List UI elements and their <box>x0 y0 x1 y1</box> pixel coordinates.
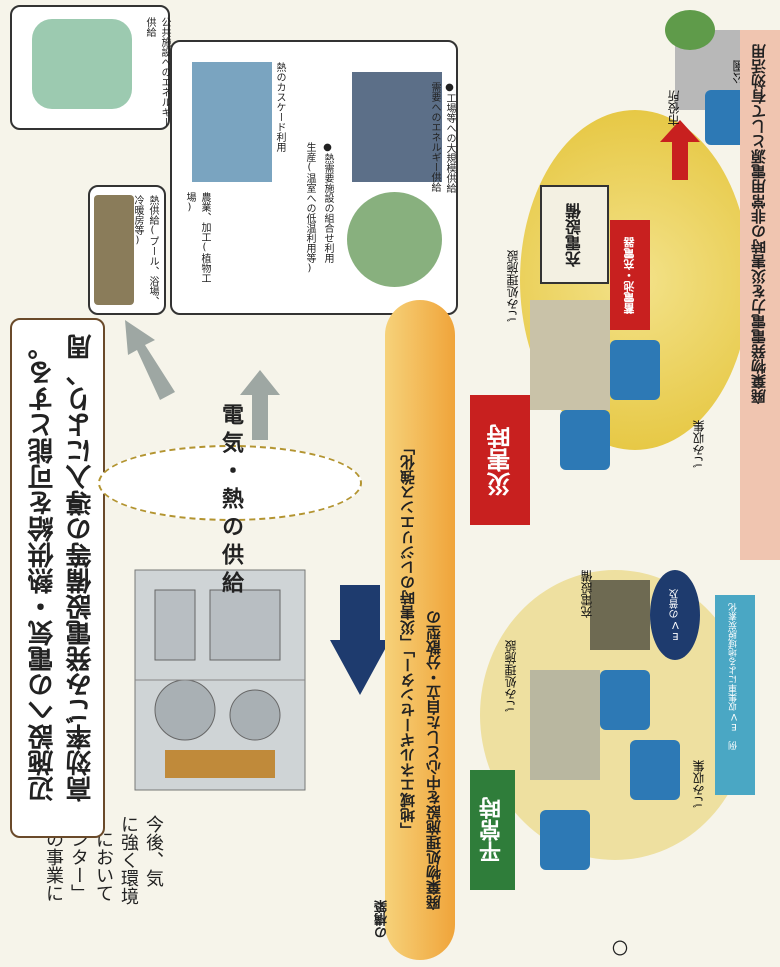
left-text-line3: において <box>93 830 114 902</box>
normal-truck-3 <box>630 740 680 800</box>
label-factory: ●工場等への大規模供給 <box>444 82 455 193</box>
main-arrow <box>330 585 390 695</box>
left-text-line2: に強く環境 <box>118 815 139 905</box>
normal-charging-label: 充電設備 <box>580 570 594 618</box>
left-text-column: 今後、気 に強く環境 において ンター」 の事業に 〇 <box>0 0 628 967</box>
banner-line2: 「地域エネルギーセンター」「災害時のレジリエンス強化」 <box>399 440 417 838</box>
supply-label: 電気・熱の供給 <box>218 403 243 599</box>
disaster-truck-2 <box>560 410 610 470</box>
normal-charger-icon <box>590 580 650 650</box>
label-combined: ●熱需要施設の組合せ利用 <box>322 142 333 263</box>
disaster-footer-box: 廃棄物発電電力を災害時の非常用電源として有効活用 <box>740 30 780 560</box>
disaster-charging-box: 充電設備 <box>540 185 609 284</box>
normal-badge: 平常時 <box>470 770 515 890</box>
label-produce: 生産(温室への低温利用等) <box>304 142 315 274</box>
normal-plant-icon <box>530 670 600 780</box>
callout-line1: 高効率ごみ発電設備等の導入により、周 <box>66 334 96 802</box>
disaster-truck-1 <box>610 340 660 400</box>
city-hall-label: 市役所 <box>667 90 681 126</box>
supply-oval: 電気・熱の供給 <box>98 403 362 599</box>
disaster-footer: 廃棄物発電電力を災害時の非常用電源として有効活用 <box>750 44 768 404</box>
normal-plant-label: ごみ処理施設 <box>504 640 518 712</box>
left-mark: 〇 <box>612 939 629 958</box>
greenhouse-icon <box>94 195 134 305</box>
panel-heat-label: 熱供給(プール、浴場、冷暖房等) <box>132 195 158 306</box>
normal-area: 平常時 ごみ処理施設 充電設備 EVの普及 ごみ収集 例 EV収集車による地域脱… <box>460 560 780 960</box>
park-icon <box>665 10 715 50</box>
disaster-storage-box: 蓄電池・充電器 <box>610 220 650 330</box>
normal-truck-2 <box>540 810 590 870</box>
left-text-line5: の事業に <box>43 830 64 902</box>
normal-collection-label: ごみ収集 <box>692 760 706 808</box>
label-cascade: 熱のカスケード利用 <box>274 62 285 152</box>
normal-truck-1 <box>600 670 650 730</box>
factory-icon-2 <box>352 72 442 182</box>
plant-illustration <box>115 540 330 820</box>
banner-line1: 廃棄物処理施設を中心とした自立・分散型の <box>425 610 443 910</box>
panel-public: 公共施設へのエネルギー供給 <box>10 5 170 130</box>
callout-line2: 辺施設への電気・熱供給を可能とする。 <box>28 334 58 802</box>
disaster-area: 災害時 ごみ処理施設 充電設備 蓄電池・充電器 市役所 公園 ごみ収集 廃棄物発… <box>460 0 780 560</box>
left-text-line1: 今後、気 <box>143 815 164 887</box>
disaster-up-arrow <box>660 120 700 180</box>
label-hydroponic: 農業、加工(植物工場) <box>184 192 210 283</box>
disaster-plant-label: ごみ処理施設 <box>506 250 520 322</box>
central-banner: 廃棄物処理施設を中心とした自立・分散型の 「地域エネルギーセンター」「災害時のレ… <box>375 300 455 960</box>
disaster-badge: 災害時 <box>470 395 530 525</box>
public-building-icon <box>32 19 132 109</box>
panel-public-label: 公共施設へのエネルギー供給 <box>144 17 170 127</box>
panel-industry: 熱のカスケード利用 農業、加工(植物工場) 生産(温室への低温利用等) ●熱需要… <box>170 40 458 315</box>
factory-icon-1 <box>192 62 272 182</box>
supply-arrow-up <box>240 370 280 440</box>
normal-note: 例 EV収集車による地域脱炭素化 <box>729 603 739 750</box>
disaster-charging-label: 充電設備 <box>564 202 584 267</box>
normal-ev-label: EVの普及 <box>669 589 681 641</box>
left-text-line4: ンター」 <box>68 830 89 902</box>
panel-heat: 熱供給(プール、浴場、冷暖房等) <box>88 185 166 315</box>
callout-box: 高効率ごみ発電設備等の導入により、周 辺施設への電気・熱供給を可能とする。 <box>10 318 105 838</box>
disaster-plant-icon <box>530 300 610 410</box>
normal-ev-oval: EVの普及 <box>650 570 700 660</box>
supply-arrow-diag <box>120 320 180 400</box>
greenhouse-dome-icon <box>347 192 442 287</box>
banner-line3: の構築 <box>375 900 390 939</box>
disaster-collection-label: ごみ収集 <box>692 420 706 468</box>
disaster-storage-label: 蓄電池・充電器 <box>623 236 636 314</box>
label-energy: 需要へのエネルギー供給 <box>429 82 440 192</box>
normal-note-box: 例 EV収集車による地域脱炭素化 <box>715 595 755 795</box>
